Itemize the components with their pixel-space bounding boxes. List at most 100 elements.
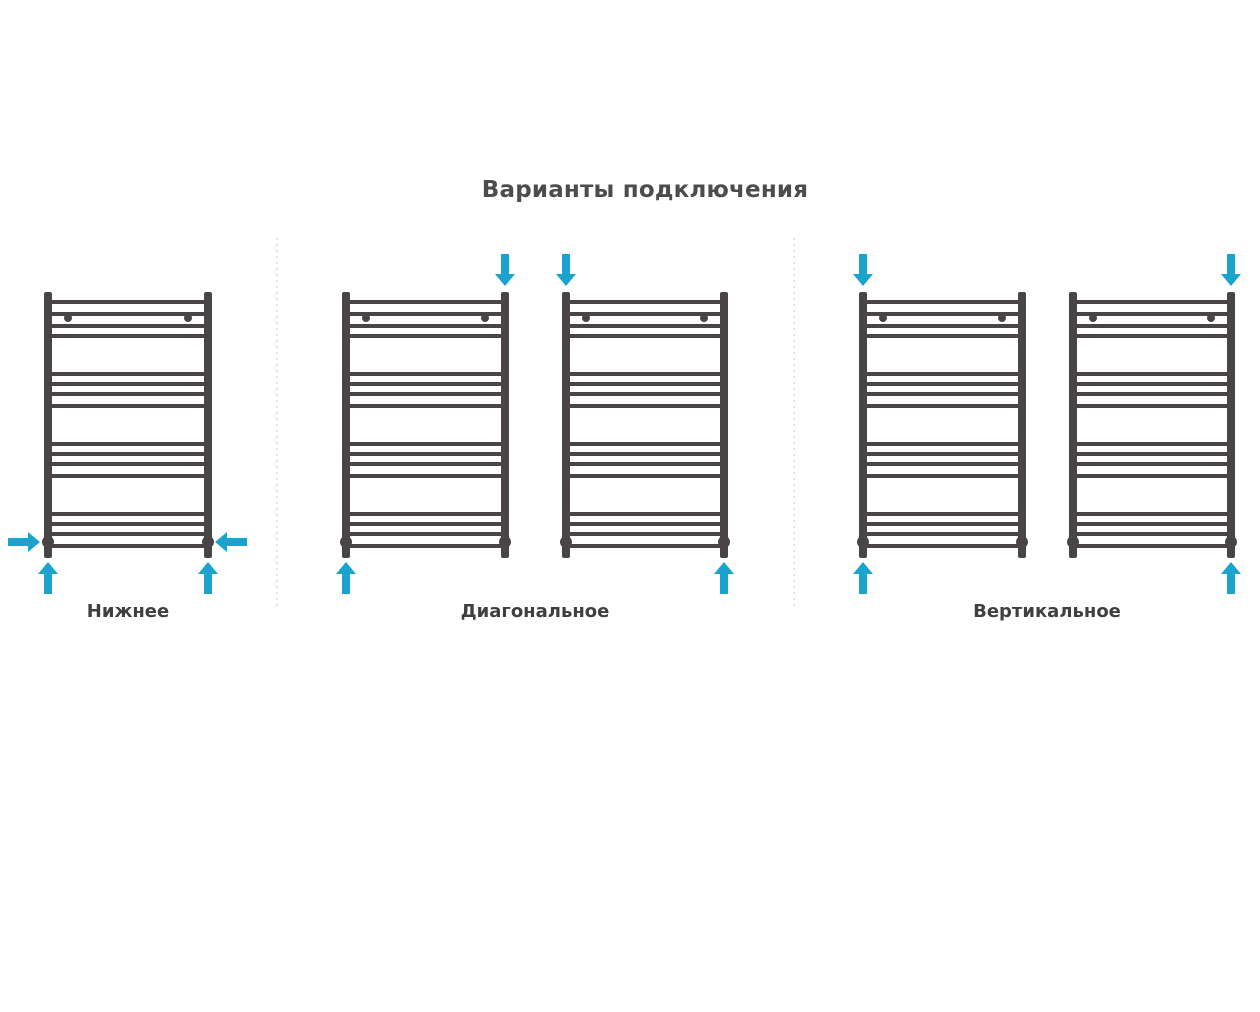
- rail-crossbar: [1073, 334, 1231, 338]
- rail-crossbar: [48, 324, 208, 328]
- rail-crossbar: [48, 392, 208, 396]
- rail-crossbar: [48, 312, 208, 316]
- rail-crossbar: [1073, 442, 1231, 446]
- connection-node: [560, 536, 572, 548]
- rail-crossbar: [566, 372, 724, 376]
- label-vertical-connection: Вертикальное: [973, 601, 1121, 622]
- rail-crossbar: [346, 462, 505, 466]
- rail-crossbar: [1073, 462, 1231, 466]
- rail-crossbar: [346, 474, 505, 478]
- rail-crossbar: [863, 452, 1022, 456]
- rail-left-post: [342, 292, 350, 558]
- rail-crossbar: [48, 512, 208, 516]
- rail-crossbar: [346, 452, 505, 456]
- arrow-down-icon: [1221, 254, 1241, 286]
- rail-crossbar: [1073, 312, 1231, 316]
- rail-crossbar: [566, 300, 724, 304]
- rail-crossbar: [48, 300, 208, 304]
- rail-crossbar: [346, 392, 505, 396]
- arrow-left-icon: [215, 532, 247, 552]
- rail-crossbar: [346, 512, 505, 516]
- arrow-up-icon: [853, 562, 873, 594]
- rail-crossbar: [1073, 404, 1231, 408]
- rail-crossbar: [48, 382, 208, 386]
- towel-rail-diagram-2: [340, 292, 511, 558]
- rail-crossbar: [863, 334, 1022, 338]
- rail-crossbar: [1073, 522, 1231, 526]
- rail-crossbar: [346, 442, 505, 446]
- rail-crossbar: [48, 474, 208, 478]
- mount-dot: [362, 314, 370, 322]
- connection-node: [857, 536, 869, 548]
- rail-crossbar: [1073, 372, 1231, 376]
- rail-crossbar: [566, 522, 724, 526]
- rail-crossbar: [1073, 392, 1231, 396]
- mount-dot: [64, 314, 72, 322]
- arrow-up-icon: [38, 562, 58, 594]
- rail-crossbar: [1073, 474, 1231, 478]
- rail-crossbar: [48, 334, 208, 338]
- rail-right-post: [1227, 292, 1235, 558]
- label-diagonal-connection: Диагональное: [460, 601, 610, 622]
- rail-crossbar: [566, 474, 724, 478]
- rail-crossbar: [346, 372, 505, 376]
- rail-crossbar: [863, 532, 1022, 536]
- rail-crossbar: [566, 462, 724, 466]
- rail-right-post: [204, 292, 212, 558]
- rail-crossbar: [48, 462, 208, 466]
- rail-crossbar: [1073, 382, 1231, 386]
- rail-crossbar: [566, 452, 724, 456]
- rail-crossbar: [48, 544, 208, 548]
- connection-node: [1225, 536, 1237, 548]
- rail-crossbar: [566, 512, 724, 516]
- rail-crossbar: [863, 512, 1022, 516]
- rail-right-post: [501, 292, 509, 558]
- rail-crossbar: [48, 532, 208, 536]
- rail-crossbar: [346, 312, 505, 316]
- rail-crossbar: [48, 522, 208, 526]
- rail-crossbar: [863, 544, 1022, 548]
- rail-crossbar: [346, 532, 505, 536]
- rail-crossbar: [48, 404, 208, 408]
- rail-crossbar: [1073, 452, 1231, 456]
- rail-left-post: [859, 292, 867, 558]
- rail-crossbar: [48, 452, 208, 456]
- arrow-right-icon: [8, 532, 40, 552]
- towel-rail-diagram-4: [857, 292, 1028, 558]
- rail-crossbar: [1073, 512, 1231, 516]
- rail-right-post: [1018, 292, 1026, 558]
- mount-dot: [184, 314, 192, 322]
- rail-crossbar: [863, 300, 1022, 304]
- rail-crossbar: [346, 334, 505, 338]
- connection-node: [499, 536, 511, 548]
- mount-dot: [1207, 314, 1215, 322]
- arrow-up-icon: [198, 562, 218, 594]
- towel-rail-diagram-3: [560, 292, 730, 558]
- rail-crossbar: [566, 544, 724, 548]
- arrow-up-icon: [714, 562, 734, 594]
- connection-node: [718, 536, 730, 548]
- rail-crossbar: [1073, 324, 1231, 328]
- mount-dot: [1089, 314, 1097, 322]
- rail-crossbar: [566, 324, 724, 328]
- mount-dot: [481, 314, 489, 322]
- rail-crossbar: [346, 382, 505, 386]
- connection-node: [1067, 536, 1079, 548]
- rail-crossbar: [566, 334, 724, 338]
- arrow-up-icon: [1221, 562, 1241, 594]
- mount-dot: [879, 314, 887, 322]
- mount-dot: [998, 314, 1006, 322]
- rail-crossbar: [863, 372, 1022, 376]
- rail-right-post: [720, 292, 728, 558]
- rail-crossbar: [1073, 544, 1231, 548]
- rail-crossbar: [48, 372, 208, 376]
- rail-left-post: [562, 292, 570, 558]
- rail-crossbar: [863, 392, 1022, 396]
- rail-crossbar: [863, 522, 1022, 526]
- rail-crossbar: [863, 382, 1022, 386]
- label-bottom-connection: Нижнее: [86, 601, 170, 622]
- rail-crossbar: [346, 300, 505, 304]
- page-title: Варианты подключения: [481, 177, 809, 203]
- rail-crossbar: [346, 544, 505, 548]
